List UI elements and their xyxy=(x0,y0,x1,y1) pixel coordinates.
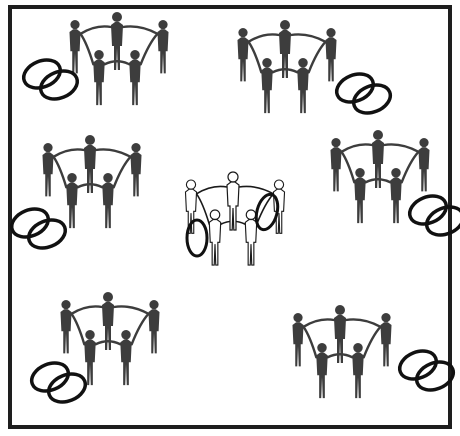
person-silhouette-icon xyxy=(325,28,336,81)
person-silhouette-icon xyxy=(209,210,220,265)
holding-hands-arm xyxy=(328,354,353,357)
person-silhouette-icon xyxy=(354,168,365,223)
holding-hands-arm xyxy=(123,26,157,33)
holding-hands-arm xyxy=(114,157,131,187)
group-bottom-right xyxy=(292,305,457,398)
holding-hands-arm xyxy=(364,327,381,357)
holding-hands-arm xyxy=(54,149,84,156)
holding-hands-arm xyxy=(291,34,325,41)
holding-hands-arm xyxy=(78,184,103,187)
person-silhouette-icon xyxy=(292,313,303,366)
hula-hoop-pair-icon xyxy=(28,358,90,407)
holding-hands-arm xyxy=(249,42,262,72)
holding-hands-arm xyxy=(96,341,121,344)
holding-hands-arm xyxy=(105,61,130,64)
groups-layer xyxy=(8,12,460,407)
holding-hands-arm xyxy=(132,314,149,344)
group-bottom-left xyxy=(28,292,160,407)
person-silhouette-icon xyxy=(316,343,327,398)
holding-hands-arm xyxy=(114,306,148,313)
holding-hands-arm xyxy=(273,69,298,72)
person-silhouette-icon xyxy=(84,330,95,385)
holding-hands-arm xyxy=(342,152,355,182)
holding-hands-arm xyxy=(96,149,130,156)
holding-hands-arm xyxy=(72,314,85,344)
person-silhouette-icon xyxy=(330,138,341,191)
holding-hands-arm xyxy=(384,144,418,151)
holding-hands-arm xyxy=(304,319,334,326)
person-silhouette-icon xyxy=(390,168,401,223)
group-center xyxy=(185,172,284,265)
person-silhouette-icon xyxy=(352,343,363,398)
holding-hands-arm xyxy=(72,306,102,313)
holding-hands-arm xyxy=(309,42,326,72)
person-silhouette-icon xyxy=(129,50,140,105)
holding-hands-arm xyxy=(346,319,380,326)
person-silhouette-icon xyxy=(157,20,168,73)
holding-hands-arm xyxy=(81,34,94,64)
person-silhouette-icon xyxy=(297,58,308,113)
person-silhouette-icon xyxy=(130,143,141,196)
holding-hands-arm xyxy=(342,144,372,151)
holding-hands-arm xyxy=(304,327,317,357)
holding-hands-arm xyxy=(239,186,273,193)
holding-hands-arm xyxy=(402,152,419,182)
hula-hoop-pair-icon xyxy=(8,204,70,253)
group-top-right xyxy=(237,20,394,118)
hula-hoop-pair-icon xyxy=(333,69,395,118)
person-silhouette-icon xyxy=(60,300,71,353)
holding-hands-arm xyxy=(197,186,227,193)
person-silhouette-icon xyxy=(102,173,113,228)
person-silhouette-icon xyxy=(120,330,131,385)
holding-hands-arm xyxy=(141,34,158,64)
person-silhouette-icon xyxy=(66,173,77,228)
person-silhouette-icon xyxy=(418,138,429,191)
group-top-left xyxy=(20,12,169,105)
holding-hands-arm xyxy=(366,179,391,182)
holding-hands-arm xyxy=(54,157,67,187)
group-middle-left xyxy=(8,135,142,253)
hula-hoop-pair-icon xyxy=(20,55,82,104)
person-silhouette-icon xyxy=(261,58,272,113)
person-silhouette-icon xyxy=(93,50,104,105)
person-silhouette-icon xyxy=(42,143,53,196)
person-silhouette-icon xyxy=(148,300,159,353)
holding-hands-arm xyxy=(249,34,279,41)
person-silhouette-icon xyxy=(237,28,248,81)
person-silhouette-icon xyxy=(69,20,80,73)
person-silhouette-icon xyxy=(380,313,391,366)
group-middle-right xyxy=(330,130,460,240)
holding-hands-arm xyxy=(81,26,111,33)
